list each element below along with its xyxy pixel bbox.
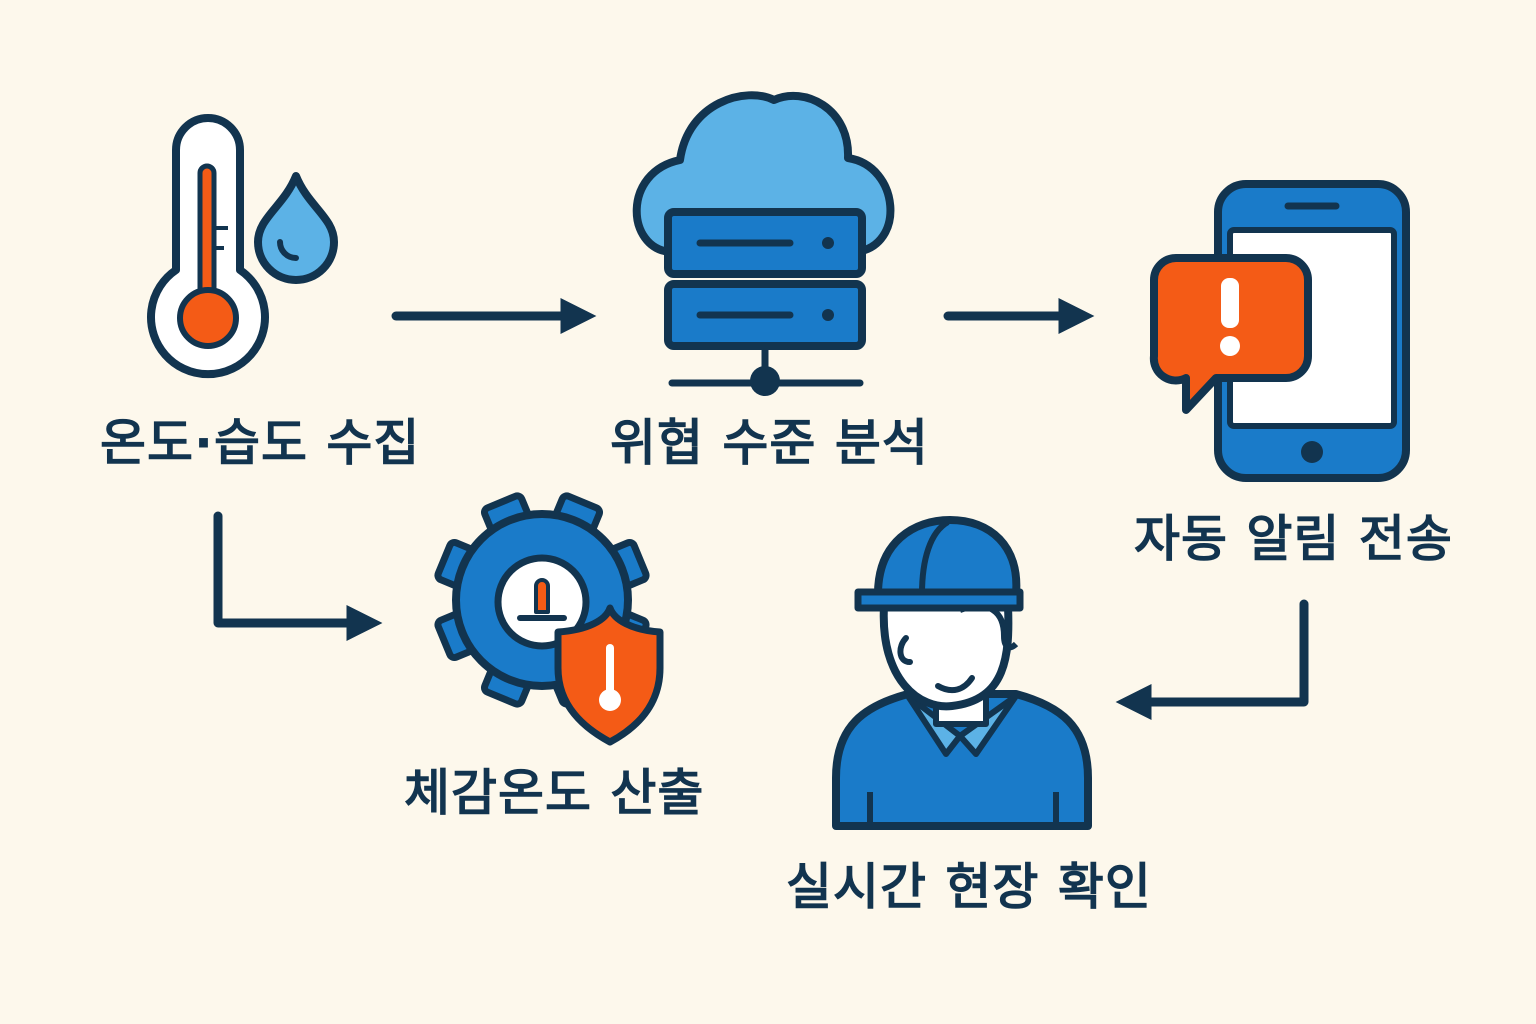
cloud-server-icon — [632, 91, 895, 396]
gear-shield-icon — [434, 492, 664, 746]
worker-icon — [832, 516, 1092, 830]
arrow-alert-to-verify — [1115, 599, 1309, 720]
water-drop-icon — [254, 172, 338, 284]
step-label-compute: 체감온도 산출 — [404, 764, 705, 822]
step-label-verify: 실시간 현장 확인 — [786, 858, 1152, 916]
smartphone-alert-icon — [1149, 180, 1410, 482]
arrow-collect-to-compute — [213, 511, 383, 641]
thermometer-icon — [147, 114, 269, 379]
step-label-alert: 자동 알림 전송 — [1134, 510, 1453, 568]
step-label-collect: 온도·습도 수집 — [100, 414, 421, 472]
step-label-analyze: 위협 수준 분석 — [610, 414, 929, 472]
flow-arrows — [213, 298, 1309, 720]
